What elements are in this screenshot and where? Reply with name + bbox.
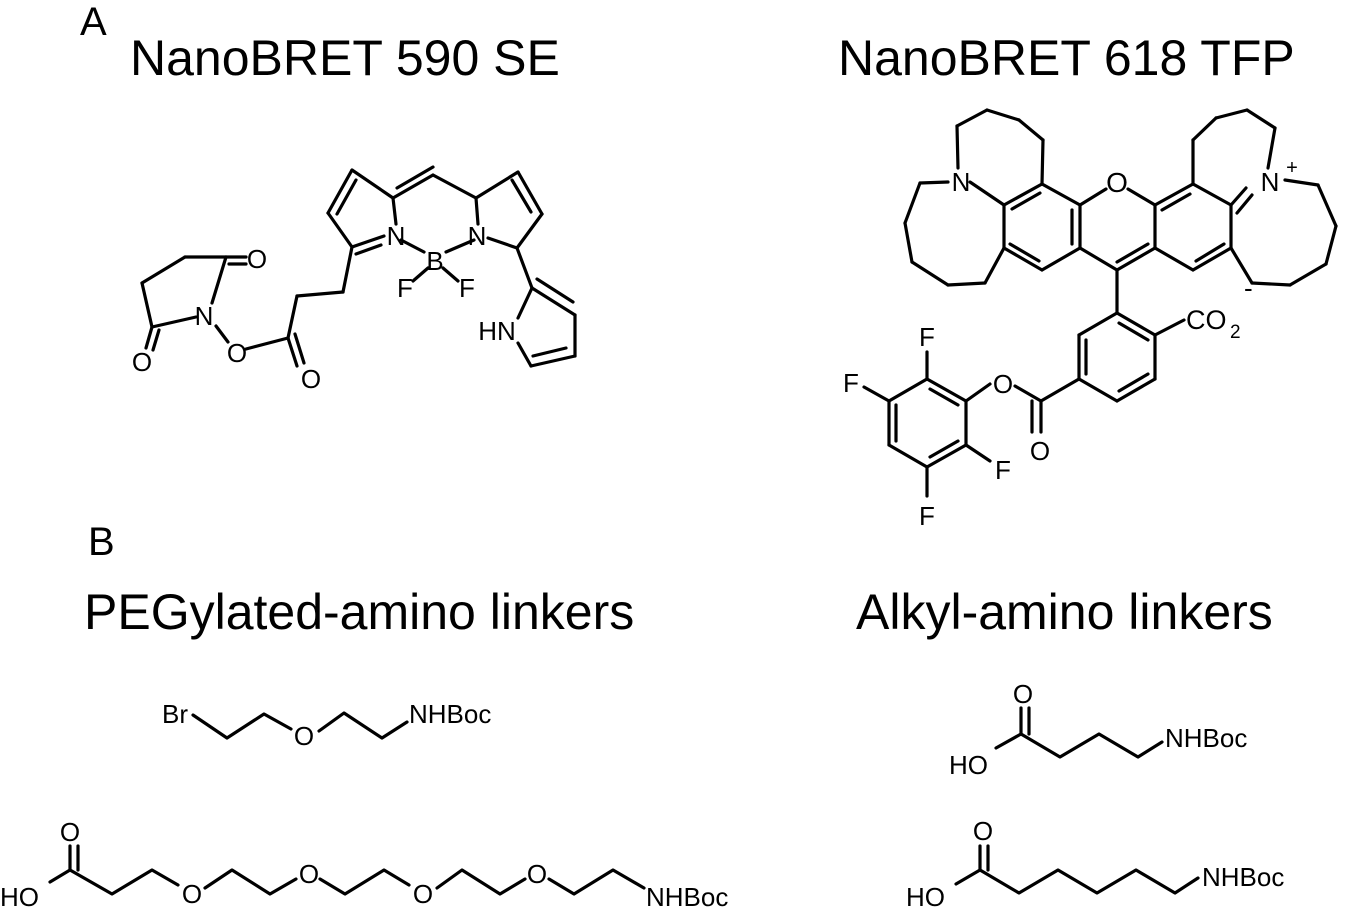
atom-o-carbonyl-tfp: O [1030,436,1050,466]
atom-o-peg2-2: O [299,859,319,889]
atom-f-5: F [995,455,1011,485]
atom-br: Br [162,699,188,729]
structure-peg-linker-bromo: Br O NHBoc [162,699,491,751]
atom-o-peg2-4: O [527,859,547,889]
group-co2: CO [1186,305,1227,335]
charge-minus: - [1244,273,1253,303]
title-pegylated-amino-linkers: PEGylated-amino linkers [84,584,635,640]
title-nanobret-590-se: NanoBRET 590 SE [130,30,560,86]
charge-plus: + [1286,157,1298,179]
atom-o-peg2-1: O [182,879,202,909]
atom-f-6: F [919,501,935,531]
atom-o-ester-tfp: O [993,369,1013,399]
atom-o-peg2-3: O [413,879,433,909]
structure-alkyl-linker-butanoic: O HO NHBoc [949,679,1247,780]
structure-alkyl-linker-hexanoic: O HO NHBoc [906,816,1284,911]
atom-b-boron: B [426,246,443,276]
atom-o-carbonyl: O [301,364,321,394]
group-nhboc-peg1: NHBoc [409,699,491,729]
atom-o-succinimide-top: O [247,244,267,274]
atom-ho-peg2: HO [0,882,39,911]
atom-n-iminium: N [1261,167,1280,197]
panel-label-b: B [88,520,115,564]
group-nhboc-alkyl1: NHBoc [1165,723,1247,753]
structure-nanobret-590-se: N O O O O N N B F F HN [132,165,577,394]
atom-n-bodipy-left: N [387,221,406,251]
atom-n-julolidine-left: N [952,167,971,197]
atom-f-left: F [397,273,413,303]
atom-ho-alkyl1: HO [949,750,988,780]
atom-o-carbonyl-alkyl2: O [973,816,993,846]
atom-o-peg1: O [294,721,314,751]
group-nhboc-peg2: NHBoc [646,882,728,911]
title-alkyl-amino-linkers: Alkyl-amino linkers [856,584,1273,640]
bonds-590-se [140,165,577,368]
atom-o-succinimide-bottom: O [132,347,152,377]
group-nhboc-alkyl2: NHBoc [1202,862,1284,892]
atom-o-carbonyl-alkyl1: O [1013,679,1033,709]
atom-f-3: F [843,368,859,398]
bonds-618-tfp [862,108,1338,498]
title-nanobret-618-tfp: NanoBRET 618 TFP [838,30,1295,86]
panel-label-a: A [80,0,107,44]
atom-n-bodipy-right: N [468,221,487,251]
atom-n-succinimide: N [195,301,214,331]
atom-o-carbonyl-peg2: O [60,817,80,847]
atom-o-ester: O [227,338,247,368]
atom-hn-pyrrole: HN [478,316,516,346]
atom-o-xanthene: O [1106,167,1128,198]
group-co2-subscript: 2 [1230,322,1241,343]
structure-peg-linker-acid: O HO O O O O NHBoc [0,817,728,911]
structure-nanobret-618-tfp: O N N + CO 2 - O O F F F F [843,108,1338,531]
atom-f-2: F [919,322,935,352]
atom-ho-alkyl2: HO [906,882,945,911]
atom-f-right: F [459,273,475,303]
